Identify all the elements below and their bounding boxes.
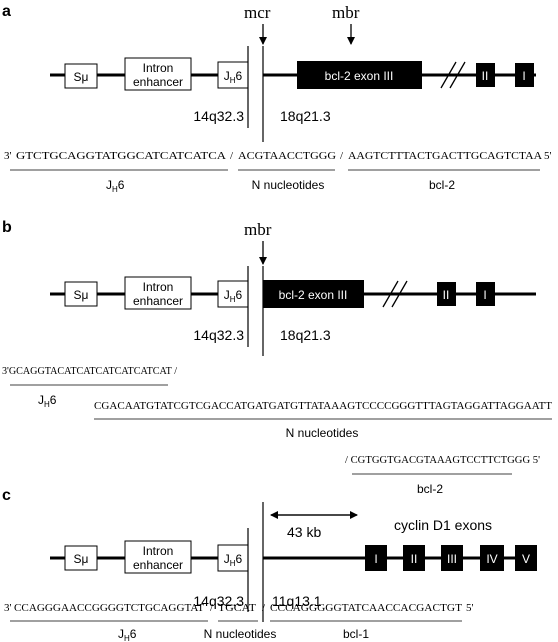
lbl-bcl1-c: bcl-1 xyxy=(343,627,369,641)
seq-sep-1: / xyxy=(230,150,234,162)
seq-n-b: CGACAATGTATCGTCGACCATGATGATGTTATAAAGTCCC… xyxy=(94,400,552,412)
break-mark-b2 xyxy=(391,280,408,308)
s-mu-box-c xyxy=(64,545,98,571)
cyclin-exon-v-box xyxy=(515,545,537,571)
bcl2-exon1-box-b xyxy=(476,282,495,306)
locus-11q13-c: 11q13.1 xyxy=(272,593,322,609)
jh6-label-c: JH6 xyxy=(224,552,243,568)
s-mu-label-c: Sμ xyxy=(74,552,89,566)
panel-b-label: b xyxy=(2,219,12,236)
panel-a-label: a xyxy=(2,3,11,20)
seq-bcl1-c: CCCAGGGGGTATCAACCACGACTGT xyxy=(270,602,462,614)
s-mu-box-b xyxy=(64,281,98,307)
cyclin-exon-iv-box xyxy=(480,545,504,571)
cyclin-d1-title: cyclin D1 exons xyxy=(394,517,492,533)
seq-5prime: 5' xyxy=(544,150,552,162)
bcl2-exon2-box xyxy=(476,63,495,87)
bcl2-exon3-label-b: bcl-2 exon III xyxy=(279,288,348,302)
bcl2-exon1-label: I xyxy=(522,69,525,83)
cyclin-exon-i-label: I xyxy=(374,552,377,566)
jh6-label-b: JH6 xyxy=(224,288,243,304)
seq-jh6: GTCTGCAGGTATGGCATCATCATCA xyxy=(16,150,226,162)
distance-label: 43 kb xyxy=(287,524,321,540)
lbl-n-nucleotides: N nucleotides xyxy=(252,178,325,192)
seq-bcl2: AAGTCTTTACTGACTTGCAGTCTAA xyxy=(348,150,542,162)
locus-14q32-b: 14q32.3 xyxy=(193,327,244,343)
break-mark-b1 xyxy=(382,280,399,308)
intron-label-c: Intron xyxy=(143,544,174,558)
cyclin-exon-iii-label: III xyxy=(447,552,457,566)
enhancer-label: enhancer xyxy=(133,75,183,89)
bcl2-exon2-label-b: II xyxy=(443,288,450,302)
panel-a: a mcr mbr Sμ Intron enhancer JH6 bcl-2 e… xyxy=(2,3,552,194)
seq-3prime-c: 3' xyxy=(4,602,12,614)
seq-3prime: 3' xyxy=(4,150,12,162)
mbr-label-b: mbr xyxy=(244,220,272,239)
lbl-bcl2: bcl-2 xyxy=(429,178,455,192)
lbl-jh6: JH6 xyxy=(106,178,125,194)
locus-18q21: 18q21.3 xyxy=(280,108,331,124)
locus-14q32-c: 14q32.3 xyxy=(193,593,244,609)
seq-sep-c2: / xyxy=(262,602,266,614)
panel-c: c 43 kb cyclin D1 exons Sμ Intron enhanc… xyxy=(2,487,537,642)
s-mu-label-b: Sμ xyxy=(74,288,89,302)
seq-sep-c1: / xyxy=(210,602,214,614)
lbl-bcl2-b: bcl-2 xyxy=(417,482,443,496)
seq-jh6-c: CCAGGGAACCGGGGTCTGCAGGTAT xyxy=(14,602,204,614)
seq-sep-2: / xyxy=(340,150,344,162)
lbl-jh6-c: JH6 xyxy=(118,627,137,642)
seq-bcl2-b: / CGTGGTGACGTAAAGTCCTTCTGGG 5' xyxy=(345,454,540,466)
seq-5prime-c: 5' xyxy=(466,602,474,614)
mbr-label: mbr xyxy=(332,3,360,22)
cyclin-exon-ii-label: II xyxy=(411,552,418,566)
lbl-jh6-b: JH6 xyxy=(38,393,57,409)
intron-label: Intron xyxy=(143,61,174,75)
bcl2-exon3-box xyxy=(297,61,422,89)
enhancer-label-c: enhancer xyxy=(133,558,183,572)
locus-14q32: 14q32.3 xyxy=(193,108,244,124)
break-mark-2 xyxy=(449,61,466,89)
bcl2-exon1-box xyxy=(515,63,534,87)
bcl2-exon3-label: bcl-2 exon III xyxy=(325,69,394,83)
break-mark-1 xyxy=(440,61,457,89)
bcl2-exon3-box-b xyxy=(263,280,364,308)
s-mu-box xyxy=(64,63,98,89)
cyclin-exon-ii-box xyxy=(403,545,425,571)
intron-label-b: Intron xyxy=(143,280,174,294)
enhancer-label-b: enhancer xyxy=(133,294,183,308)
panel-c-label: c xyxy=(2,487,11,504)
seq-n: ACGTAACCTGGG xyxy=(238,150,336,162)
jh6-box-b xyxy=(217,280,249,308)
jh6-label: JH6 xyxy=(224,69,243,85)
s-mu-label: Sμ xyxy=(74,70,89,84)
cyclin-exon-iii-box xyxy=(441,545,463,571)
bcl2-exon2-label: II xyxy=(482,69,489,83)
bcl2-exon2-box-b xyxy=(437,282,456,306)
jh6-box xyxy=(217,61,249,89)
lbl-n-nucleotides-b: N nucleotides xyxy=(286,426,359,440)
intron-enhancer-box-c xyxy=(124,540,192,574)
bcl2-exon1-label-b: I xyxy=(483,288,486,302)
intron-enhancer-box-b xyxy=(124,276,192,310)
lbl-n-nucleotides-c: N nucleotides xyxy=(204,627,277,641)
panel-b: b mbr Sμ Intron enhancer JH6 bcl-2 exon … xyxy=(2,219,552,496)
cyclin-exon-v-label: V xyxy=(522,552,530,566)
seq-n-c: TGCAT xyxy=(218,602,256,614)
seq-jh6-b: 3'GCAGGTACATCATCATCATCATCAT / xyxy=(2,365,178,377)
mcr-label: mcr xyxy=(244,3,271,22)
cyclin-exon-iv-label: IV xyxy=(486,552,497,566)
locus-18q21-b: 18q21.3 xyxy=(280,327,331,343)
cyclin-exon-i-box xyxy=(365,545,387,571)
intron-enhancer-box xyxy=(124,57,192,91)
